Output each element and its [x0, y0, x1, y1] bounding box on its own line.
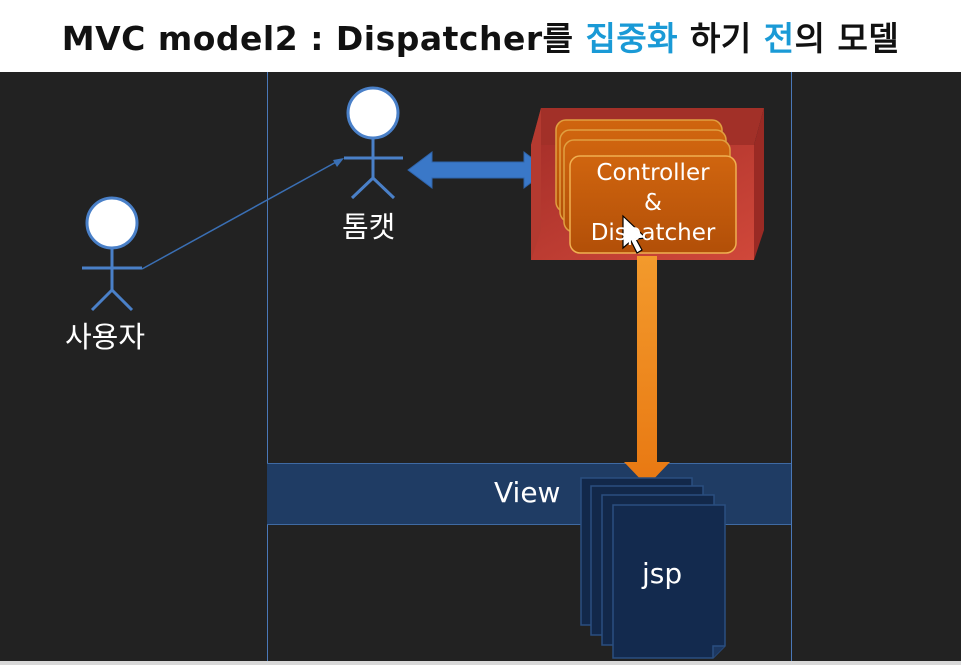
title-part-3: 의 모델: [794, 19, 900, 58]
page-title: MVC model2 : Dispatcher를 집중화 하기 전의 모델: [62, 12, 899, 60]
boundary-line-left: [267, 72, 268, 665]
controller-label-line-2: &: [644, 190, 662, 216]
bottom-strip: [0, 661, 961, 665]
controller-card-stack: [555, 119, 737, 254]
mouse-cursor-icon: [622, 214, 648, 254]
controller-label: Controller & Dispatcher: [570, 158, 736, 248]
user-actor-label: 사용자: [65, 320, 146, 354]
diagram-graphics: [82, 86, 764, 659]
request-line: [141, 158, 344, 270]
tomcat-actor-label: 톰캣: [342, 210, 396, 244]
title-highlight-2: 전: [763, 19, 795, 58]
jsp-label: jsp: [642, 557, 683, 590]
tomcat-controller-double-arrow: [407, 151, 549, 189]
boundary-line-right: [791, 72, 792, 665]
view-label: View: [494, 476, 561, 509]
title-part-2: 하기: [678, 19, 764, 58]
controller-label-line-1: Controller: [596, 160, 710, 186]
title-bar: MVC model2 : Dispatcher를 집중화 하기 전의 모델: [0, 0, 961, 72]
title-part-1: MVC model2 : Dispatcher를: [61, 19, 586, 58]
diagram-canvas: 사용자 톰캣 Controller & Dispatcher View jsp: [0, 72, 961, 665]
controller-to-view-arrow: [624, 256, 670, 486]
user-actor-icon: [82, 196, 142, 312]
jsp-page-stack: [580, 477, 726, 659]
controller-label-line-3: Dispatcher: [590, 220, 716, 246]
title-highlight-1: 집중화: [585, 19, 679, 58]
tomcat-actor-icon: [344, 86, 403, 200]
